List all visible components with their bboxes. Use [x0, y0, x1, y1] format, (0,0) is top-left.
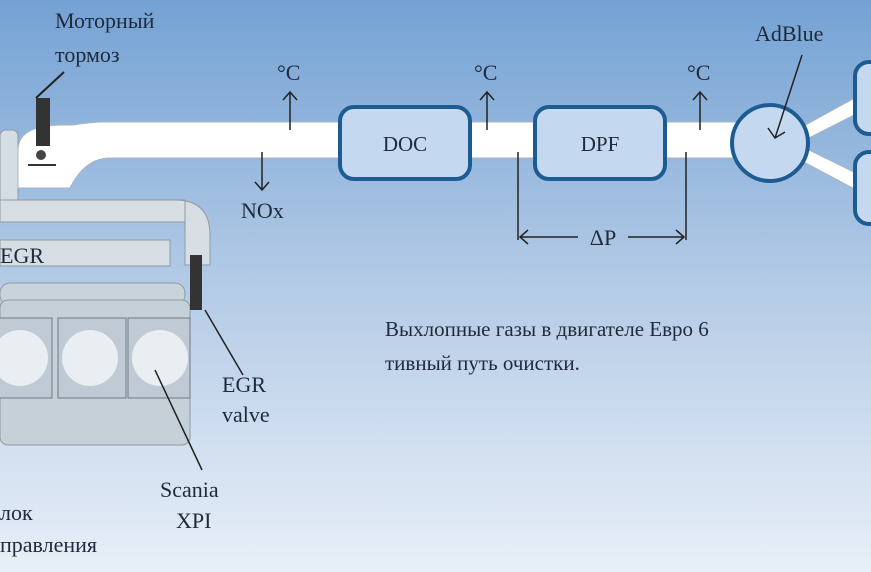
engine-brake-label: Моторный — [55, 8, 155, 33]
egr-valve-actuator — [190, 255, 244, 376]
pressure-diff-arrows — [517, 152, 687, 245]
nox-sensor-label: NOx — [241, 198, 284, 223]
xpi-pointer — [154, 369, 203, 471]
cylinder — [0, 330, 48, 386]
temp-arrow-icon — [282, 90, 298, 130]
nox-arrow-icon — [254, 152, 270, 192]
temp-arrow-icon — [692, 90, 708, 130]
scania-xpi-label: XPI — [176, 508, 211, 533]
control-unit-label: правления — [0, 532, 97, 557]
doc-box — [338, 105, 472, 181]
control-unit-label: лок — [0, 500, 33, 525]
cylinders — [0, 317, 191, 399]
cylinder — [62, 330, 118, 386]
scr-box — [853, 150, 871, 226]
temp-sensor-label: °C — [277, 60, 300, 85]
dpf-box — [533, 105, 667, 181]
doc-label: DOC — [383, 132, 427, 156]
caption-line: тивный путь очистки. — [385, 351, 580, 375]
delta-p-label: ΔP — [590, 225, 616, 250]
sensor-arrows — [254, 90, 708, 192]
engine-brake-label: тормоз — [55, 42, 120, 67]
engine-block — [0, 129, 211, 446]
adblue-arrow-icon — [767, 54, 803, 140]
egr-cooler — [0, 239, 171, 267]
egr-valve-label: EGR — [222, 372, 266, 397]
cylinder — [132, 330, 188, 386]
temp-sensor-label: °C — [474, 60, 497, 85]
egr-valve-label: valve — [222, 402, 270, 427]
temp-arrow-icon — [479, 90, 495, 130]
caption-line: Выхлопные газы в двигателе Евро 6 — [385, 317, 709, 341]
adblue-mixer — [730, 103, 810, 183]
egr-label: EGR — [0, 243, 44, 268]
scania-xpi-label: Scania — [160, 477, 219, 502]
temp-sensor-label: °C — [687, 60, 710, 85]
engine-brake-actuator — [28, 71, 65, 166]
dpf-label: DPF — [581, 132, 620, 156]
adblue-label: AdBlue — [755, 21, 823, 46]
scr-box — [853, 60, 871, 136]
